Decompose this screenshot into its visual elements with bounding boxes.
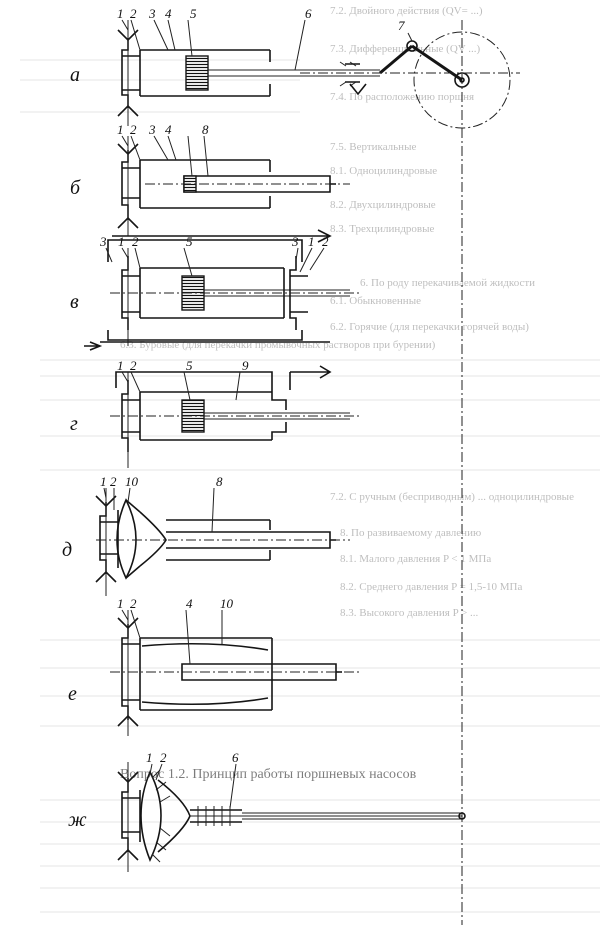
row-letter: а [70,64,80,86]
bleed-line: 7.4. По расположению поршня [330,91,474,103]
part-label: 6 [232,750,239,765]
part-label: 3 [148,122,156,137]
part-label: 3 [99,234,107,249]
part-label: 1 [117,358,124,373]
row-letter: б [70,177,81,199]
part-label: 2 [322,234,329,249]
part-label: 3 [291,234,299,249]
schematic-zh: ж 1 2 6 [68,750,466,872]
bleed-line: 6. По роду перекачиваемой жидкости [360,277,535,289]
part-label: 10 [220,596,234,611]
row-letter: г [70,413,78,435]
part-label: 1 [100,474,107,489]
part-label: 7 [398,18,405,33]
bleed-line: 8.1. Малого давления P < 1 МПа [340,553,491,565]
part-label: 2 [130,6,137,21]
part-label: 4 [165,122,172,137]
part-label: 8 [216,474,223,489]
part-label: 2 [132,234,139,249]
bleed-line: 8.2. Среднего давления P = 1,5-10 МПа [340,581,522,593]
part-label: 3 [148,6,156,21]
bleed-line: 7.3. Дифференциальные (QV ...) [330,43,481,55]
schematic-e: е 1 2 4 10 [68,596,360,736]
bleed-line: 6.1. Обыкновенные [330,295,421,307]
row-letter: д [62,539,72,561]
part-label: 1 [308,234,315,249]
part-label: 5 [190,6,197,21]
bleed-heading: Вопрос 1.2. Принцип работы поршневых нас… [120,767,417,782]
schematic-b: б 1 2 3 4 8 [70,122,350,236]
part-label: 1 [118,234,125,249]
part-label: 2 [130,122,137,137]
part-label: 5 [186,358,193,373]
part-label: 1 [117,596,124,611]
part-label: 2 [110,474,117,489]
part-label: 1 [146,750,153,765]
bleed-line: 8.3. Высокого давления P > ... [340,607,479,619]
row-letter: е [68,683,77,705]
row-letter: ж [68,809,87,831]
part-label: 9 [242,358,249,373]
part-label: 4 [186,596,193,611]
part-label: 1 [117,122,124,137]
part-label: 8 [202,122,209,137]
bleed-line: 8.3. Трехцилиндровые [330,223,435,235]
schematic-v: в 3 1 2 5 3 1 2 [70,229,360,351]
schematic-g: г 1 2 5 9 [70,358,360,468]
bleed-line: 8.1. Одноцилиндровые [330,165,437,177]
part-label: 1 [117,6,124,21]
part-label: 6 [305,6,312,21]
part-label: 2 [130,358,137,373]
part-label: 5 [186,234,193,249]
part-label: 10 [125,474,139,489]
bleed-line: 7.2. Двойного действия (QV= ...) [330,5,483,17]
row-letter: в [70,291,79,313]
bleed-through-text: 7.2. Двойного действия (QV= ...) 7.3. Ди… [20,5,600,913]
bleed-line: 8. По развиваемому давлению [340,527,481,539]
schematic-d: д 1 2 10 8 [62,474,350,596]
part-label: 2 [130,596,137,611]
part-label: 2 [160,750,167,765]
bleed-line: 8.2. Двухцилиндровые [330,199,436,211]
bleed-line: 7.2. С ручным (бесприводным) ... одноцил… [330,491,574,503]
schematic-a: а 1 2 3 4 5 6 7 [70,6,520,129]
bleed-line: 7.5. Вертикальные [330,141,416,153]
part-label: 4 [165,6,172,21]
bleed-line: 6.2. Горячие (для перекачки горячей воды… [330,321,529,333]
